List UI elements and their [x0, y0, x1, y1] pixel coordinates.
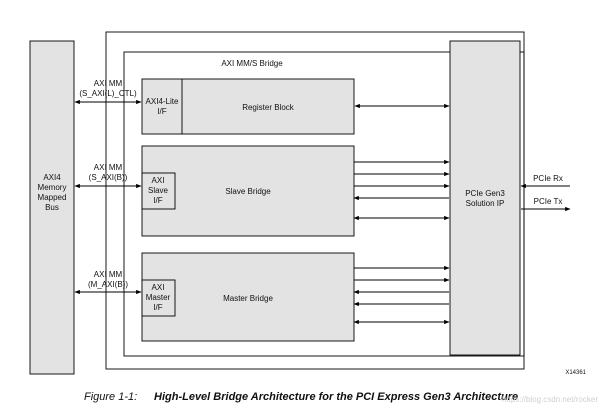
- bridge-title: AXI MM/S Bridge: [221, 59, 283, 68]
- register-block-box: [141, 78, 355, 135]
- axi4-bus-line-4: Bus: [45, 203, 59, 212]
- port-master-line-1: AXI MM: [94, 270, 123, 279]
- pcie-ip-line-1: PCIe Gen3: [465, 189, 505, 198]
- axi4-bus-line-3: Mapped: [38, 193, 67, 202]
- axi4-bus-box: [29, 40, 75, 375]
- pcie-ip-line-2: Solution IP: [466, 199, 505, 208]
- port-slave-line-1: AXI MM: [94, 163, 123, 172]
- pcie-tx-label: PCIe Tx: [534, 197, 563, 206]
- pcie-rx-label: PCIe Rx: [533, 174, 563, 183]
- axi-master-if-line-2: Master: [146, 293, 171, 302]
- slave-bridge-label: Slave Bridge: [225, 187, 271, 196]
- axi4-bus-line-2: Memory: [38, 183, 67, 192]
- slave-bridge-box: [141, 145, 355, 237]
- figure-label: Figure 1-1:: [84, 391, 137, 403]
- axi4-lite-if-line-1: AXI4-Lite: [146, 97, 179, 106]
- master-bridge-box: [141, 252, 355, 342]
- figure-title: High-Level Bridge Architecture for the P…: [154, 391, 518, 403]
- axi-slave-if-line-2: Slave: [148, 186, 169, 195]
- port-ctl-line-1: AXI MM: [94, 79, 123, 88]
- axi-slave-if-line-1: AXI: [152, 176, 165, 185]
- axi-master-if-box: [141, 279, 176, 317]
- watermark: https://blog.csdn.net/rocker: [502, 395, 598, 404]
- axi-master-if-line-3: I/F: [153, 303, 162, 312]
- axi-slave-if-line-3: I/F: [153, 196, 162, 205]
- doc-id: X14361: [565, 370, 586, 376]
- axi4-lite-if-line-2: I/F: [157, 107, 166, 116]
- axi-master-if-line-1: AXI: [152, 283, 165, 292]
- port-ctl-line-2: (S_AXI(L)_CTL): [79, 89, 137, 98]
- port-master-line-2: (M_AXI(B)): [88, 280, 128, 289]
- pcie-ip-box: [449, 40, 521, 356]
- axi-slave-if-box: [141, 172, 176, 210]
- master-bridge-label: Master Bridge: [223, 294, 273, 303]
- axi4-bus-line-1: AXI4: [43, 173, 61, 182]
- port-slave-line-2: (S_AXI(B)): [89, 173, 128, 182]
- bridge-boundary: [123, 51, 525, 357]
- register-block-label: Register Block: [242, 103, 295, 112]
